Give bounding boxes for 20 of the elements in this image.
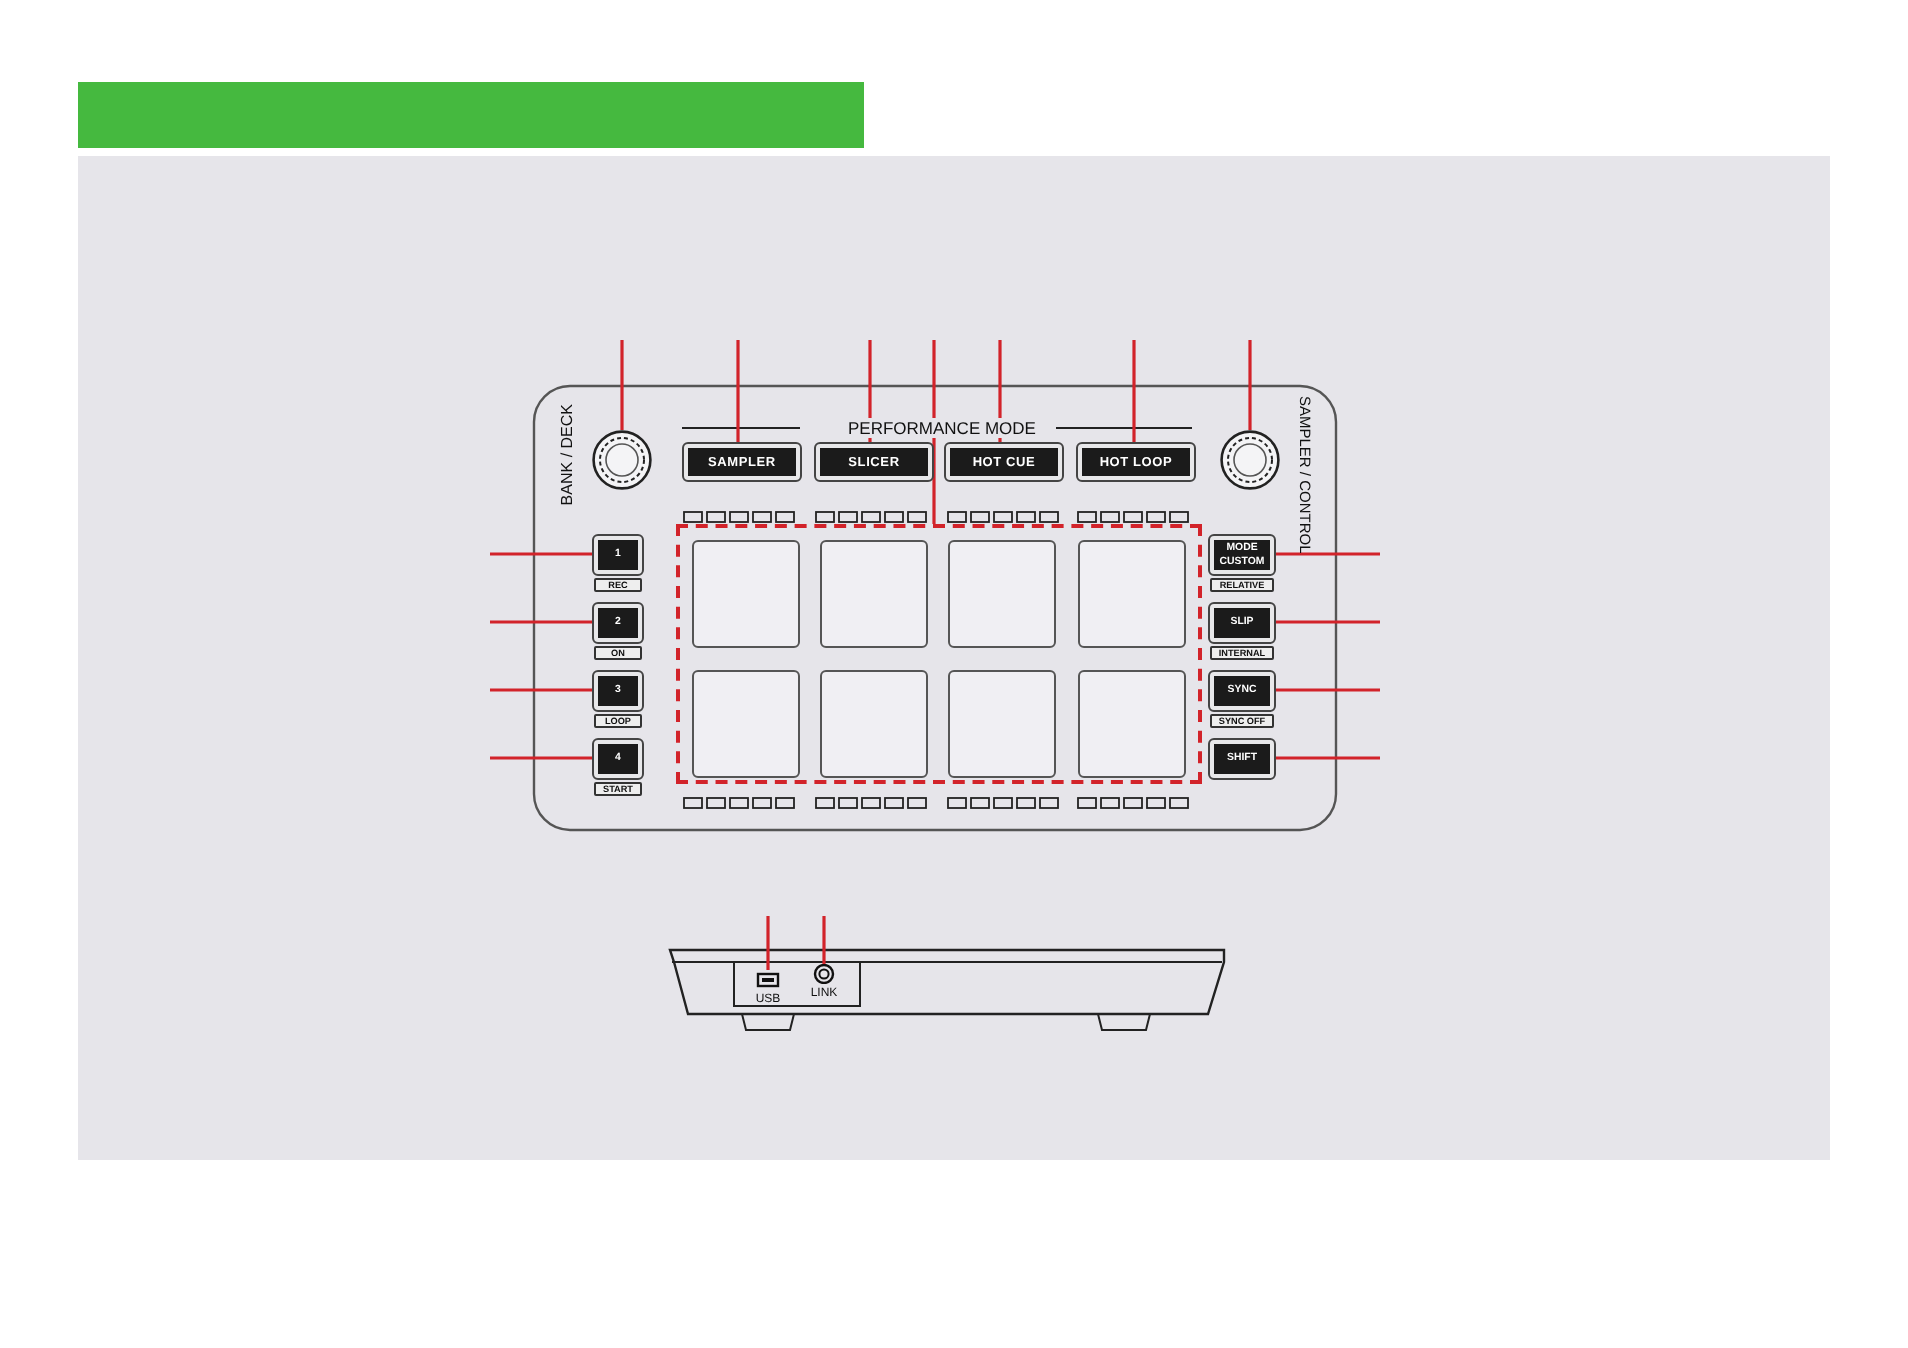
leader-line [1274,756,1380,760]
label: PERFORMANCE MODE [846,418,1038,438]
leader-line [1274,552,1380,556]
leader-line [766,916,770,970]
leader-line [822,916,826,964]
pad-area-outline [676,524,1202,784]
leader-line [1132,340,1136,444]
leader-line [736,340,740,444]
leader-line [1274,688,1380,692]
leader-line [490,688,594,692]
leader-line [1274,620,1380,624]
leader-line [620,340,624,430]
leader-line [932,340,936,524]
label: BANK / DECK [558,404,576,506]
leader-line [1248,340,1252,430]
rotary-knob [592,430,652,490]
leader-line [490,756,594,760]
leader-line [490,620,594,624]
leader-line [490,552,594,556]
rotary-knob [1220,430,1280,490]
